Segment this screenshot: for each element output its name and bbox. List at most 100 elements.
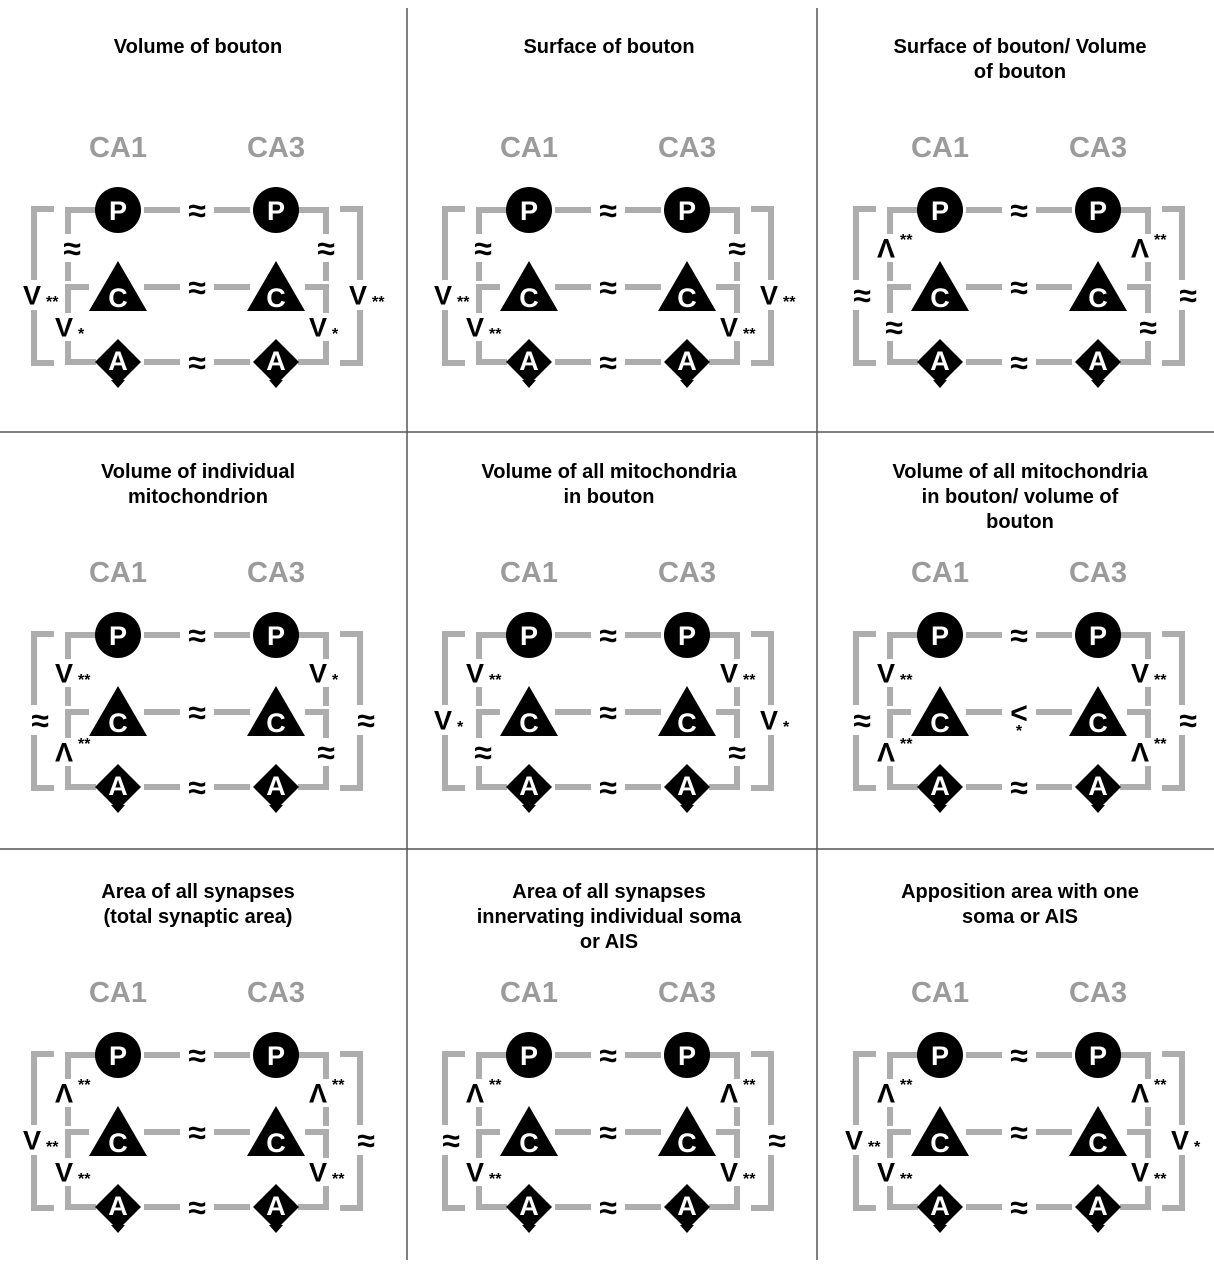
right-inner-relation: ≈: [317, 735, 335, 771]
c-node-triangle: [1069, 686, 1127, 736]
p-node-icon: P: [253, 1032, 299, 1078]
left-inner-relation: V**: [877, 659, 913, 689]
left-inner-relation: ≈: [474, 735, 492, 771]
relation-symbol: ≈: [1010, 1038, 1028, 1074]
c-node-letter: C: [108, 283, 128, 313]
relation-symbol: Λ: [1131, 1079, 1149, 1109]
relation-symbol: ≈: [1010, 270, 1028, 306]
c-node-icon: C: [500, 261, 558, 313]
c-node-letter: C: [677, 708, 697, 738]
row-relation: ≈: [188, 1115, 206, 1151]
a-node-icon: A: [95, 1184, 141, 1233]
row-relation: ≈: [1010, 345, 1028, 381]
symbol-background: [756, 280, 786, 310]
symbol-background: [19, 280, 49, 310]
c-node-triangle: [89, 261, 147, 311]
c-node-triangle: [658, 261, 716, 311]
symbol-background: [313, 1158, 339, 1186]
p-node-disc: [253, 612, 299, 658]
symbol-background: [756, 1125, 786, 1155]
c-node-icon: C: [1069, 1106, 1127, 1158]
c-node-letter: C: [266, 708, 286, 738]
p-node-icon: P: [917, 612, 963, 658]
relation-symbol: ≈: [728, 735, 746, 771]
p-node-disc: [664, 1032, 710, 1078]
symbol-background: [1167, 705, 1197, 735]
relation-symbol: ≈: [599, 1038, 617, 1074]
a-node-icon: A: [1075, 764, 1121, 813]
symbol-background: [430, 280, 460, 310]
relation-symbol: Λ: [55, 738, 73, 768]
panel-title-line: Area of all synapses: [512, 881, 705, 903]
p-node-letter: P: [1089, 621, 1107, 651]
relation-symbol: ≈: [1010, 193, 1028, 229]
a-node-tail: [522, 805, 536, 813]
significance-stars: **: [489, 1077, 502, 1094]
right-inner-relation: ≈: [317, 231, 335, 267]
right-inner-relation: ≈: [728, 231, 746, 267]
p-node-disc: [1075, 187, 1121, 233]
panel-title-line: bouton: [986, 511, 1054, 533]
p-node-disc: [253, 1032, 299, 1078]
relation-symbol: ≈: [188, 1115, 206, 1151]
relation-symbol: ≈: [1010, 1190, 1028, 1226]
row-relation: ≈: [599, 618, 617, 654]
significance-stars: **: [489, 672, 502, 689]
p-node-letter: P: [267, 1041, 285, 1071]
a-node-diamond: [917, 1184, 963, 1230]
symbol-background: [591, 349, 625, 375]
a-node-icon: A: [253, 764, 299, 813]
relation-symbol: Λ: [877, 1079, 895, 1109]
c-node-triangle: [247, 1106, 305, 1156]
row-relation: ≈: [599, 193, 617, 229]
c-node-icon: C: [911, 686, 969, 738]
a-node-icon: A: [917, 1184, 963, 1233]
row-relation: ≈: [1010, 1115, 1028, 1151]
symbol-background: [724, 738, 750, 766]
symbol-background: [1135, 1158, 1161, 1186]
symbol-background: [313, 738, 339, 766]
a-node-icon: A: [917, 764, 963, 813]
relation-symbol: ≈: [1139, 310, 1157, 346]
symbol-background: [180, 622, 214, 648]
left-inner-relation: V**: [55, 659, 91, 689]
relation-symbol: <: [1010, 697, 1028, 730]
panel-7: Area of all synapses(total synaptic area…: [19, 881, 375, 1233]
relation-symbol: V: [434, 706, 452, 736]
right-outer-relation: V**: [760, 281, 796, 311]
region-label-ca3: CA3: [658, 977, 716, 1009]
region-label-ca1: CA1: [500, 557, 558, 589]
relation-symbol: ≈: [853, 278, 871, 314]
symbol-background: [466, 1079, 492, 1107]
symbol-background: [180, 274, 214, 300]
relation-symbol: ≈: [599, 770, 617, 806]
a-node-diamond: [253, 1184, 299, 1230]
c-node-triangle: [500, 261, 558, 311]
right-inner-relation: V**: [1131, 1158, 1167, 1188]
right-inner-relation: Λ**: [309, 1077, 345, 1109]
region-label-ca3: CA3: [247, 132, 305, 164]
right-inner-relation: V*: [309, 659, 339, 689]
relation-symbol: ≈: [188, 270, 206, 306]
a-node-letter: A: [677, 346, 697, 376]
left-inner-relation: ≈: [63, 231, 81, 267]
symbol-background: [55, 1158, 81, 1186]
a-node-letter: A: [930, 771, 950, 801]
significance-stars: **: [372, 294, 385, 311]
a-node-diamond: [95, 764, 141, 810]
symbol-background: [180, 1194, 214, 1220]
symbol-background: [55, 1079, 81, 1107]
p-node-letter: P: [520, 621, 538, 651]
relation-symbol: ≈: [599, 270, 617, 306]
right-inner-relation: Λ**: [720, 1077, 756, 1109]
region-label-ca3: CA3: [658, 132, 716, 164]
a-node-icon: A: [917, 339, 963, 388]
right-outer-relation: ≈: [768, 1123, 786, 1159]
relation-symbol: ≈: [63, 231, 81, 267]
symbol-background: [1135, 659, 1161, 687]
right-inner-relation: V**: [720, 1158, 756, 1188]
symbol-background: [1002, 622, 1036, 648]
right-inner-relation: Λ**: [1131, 232, 1167, 264]
